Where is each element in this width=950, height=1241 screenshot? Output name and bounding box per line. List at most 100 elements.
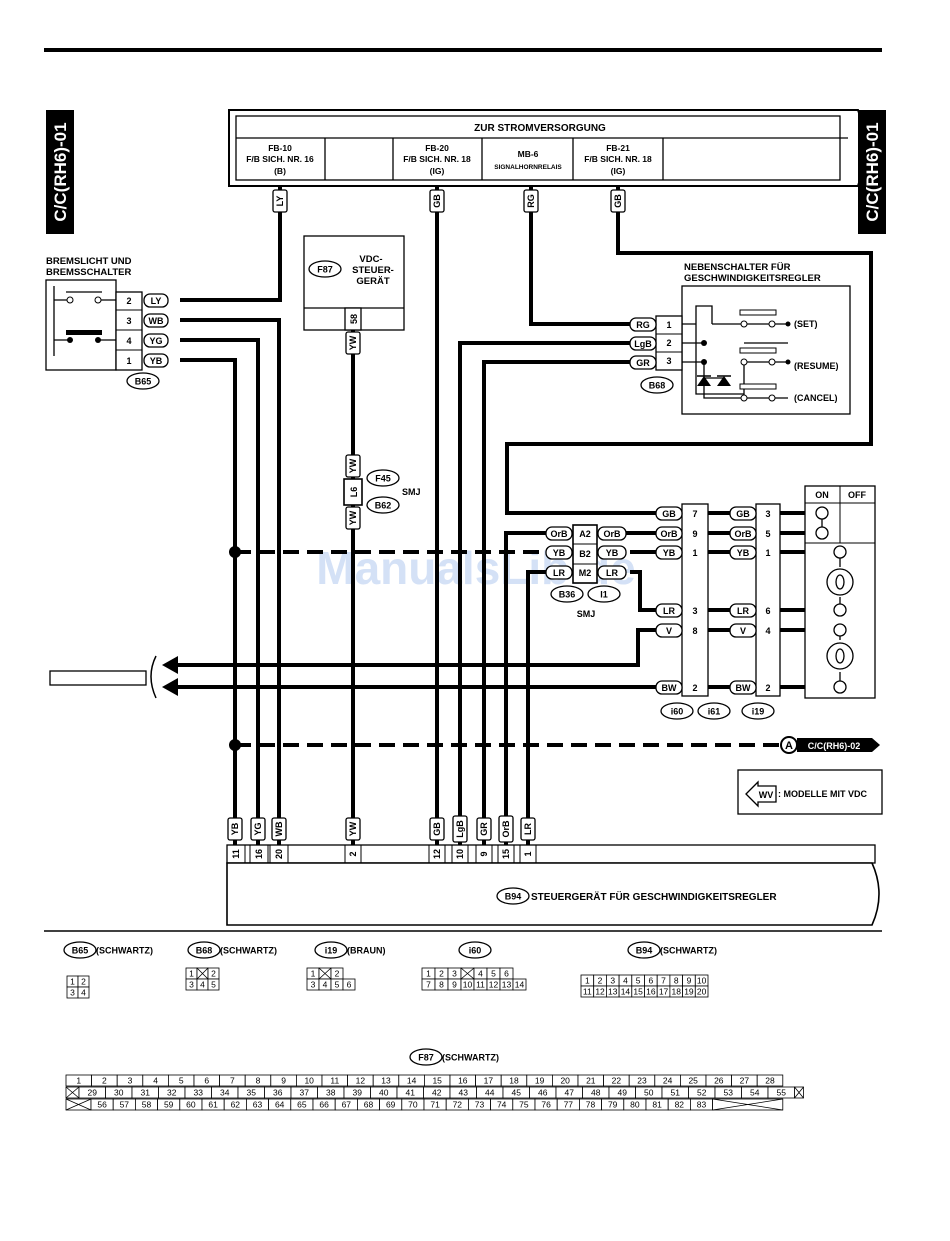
connector-pin-number: 14 (621, 987, 631, 997)
connector-pin-number: 20 (560, 1076, 570, 1086)
connector-pin-number: 20 (697, 987, 707, 997)
svg-text:LR: LR (663, 606, 675, 616)
svg-text:1: 1 (765, 548, 770, 558)
fuse-fb20: FB-20 F/B SICH. NR. 18 (IG) (403, 143, 471, 176)
svg-text:B94: B94 (636, 946, 653, 956)
connector-f87-badge[interactable]: F87 (308, 260, 342, 278)
side-ref-left[interactable]: C/C(RH6)-01 (46, 110, 74, 234)
mode-resume: (RESUME) (794, 361, 839, 371)
connector-pin-number: 3 (128, 1076, 133, 1086)
arrow-left-1 (162, 656, 178, 674)
connector-pin-number: 27 (740, 1076, 750, 1086)
connector-f45-badge[interactable]: F45 (366, 469, 400, 487)
connector-pin-number: 10 (697, 976, 707, 986)
bracket (150, 655, 157, 699)
connector-pin-number: 14 (515, 980, 525, 990)
brake-wire-ly: LY (151, 296, 162, 306)
svg-text:MB-6: MB-6 (518, 149, 539, 159)
svg-text:YW: YW (348, 335, 358, 350)
switch-on-label: ON (815, 490, 829, 500)
connector-pin-number: 16 (458, 1076, 468, 1086)
connector-i19-badge[interactable]: i19 (741, 702, 775, 720)
brake-pin-2: 2 (126, 296, 131, 306)
connector-pin-number: 49 (618, 1088, 628, 1098)
svg-text:OrB: OrB (501, 820, 511, 838)
connector-pin-number: 29 (88, 1088, 98, 1098)
connector-pin-number: 14 (407, 1076, 417, 1086)
connector-b94-badge[interactable]: B94 (496, 887, 530, 905)
connector-pin-number: 9 (281, 1076, 286, 1086)
connector-pin-number: 30 (114, 1088, 124, 1098)
switch-off-label: OFF (848, 490, 866, 500)
connector-pin-number: 45 (512, 1088, 522, 1098)
smj-b36-block: A2 B2 M2 OrB YB LR OrB YB LR B36 I1 SMJ (545, 524, 627, 619)
connector-pin-number: 83 (697, 1100, 707, 1110)
mode-set: (SET) (794, 319, 818, 329)
brake-pin-1: 1 (126, 356, 131, 366)
connector-pin-number: 1 (426, 969, 431, 979)
connector-pin-number: 2 (439, 969, 444, 979)
connector-pin-number: 8 (439, 980, 444, 990)
power-title: ZUR STROMVERSORGUNG (474, 123, 606, 134)
connector-pin-number: 55 (777, 1088, 787, 1098)
connector-pin-number: 4 (323, 980, 328, 990)
connector-pin-number: 44 (485, 1088, 495, 1098)
connector-pin-number: 7 (426, 980, 431, 990)
svg-text:10: 10 (455, 849, 465, 859)
connector-pin-number: 19 (684, 987, 694, 997)
svg-text:LR: LR (523, 823, 533, 835)
connector-i1-badge[interactable]: I1 (587, 585, 621, 603)
smj-label-1: SMJ (402, 487, 421, 497)
wire-label-rg-top: RG (523, 189, 539, 213)
sub-pin-1: 1 (666, 320, 671, 330)
svg-text:C/C(RH6)-02: C/C(RH6)-02 (808, 741, 861, 751)
connector-i60-badge[interactable]: i60 (660, 702, 694, 720)
connector-b65-badge[interactable]: B65 (126, 372, 160, 390)
svg-text:3: 3 (765, 509, 770, 519)
connector-pin-number: 40 (379, 1088, 389, 1098)
connector-b68-badge[interactable]: B68 (640, 376, 674, 394)
connector-b62-badge[interactable]: B62 (366, 496, 400, 514)
connector-pin-number: 9 (687, 976, 692, 986)
connector-pin-number: 1 (585, 976, 590, 986)
svg-text:15: 15 (501, 849, 511, 859)
svg-text:BW: BW (662, 683, 677, 693)
connector-cell (694, 985, 709, 998)
connector-cell (207, 978, 220, 991)
svg-text:GB: GB (432, 822, 442, 836)
connector-pin-number: 10 (304, 1076, 314, 1086)
connector-pin-number: 3 (70, 988, 75, 998)
connector-pin-number: 2 (335, 969, 340, 979)
connector-pin-number: 11 (330, 1076, 339, 1086)
connector-pin-number: 12 (356, 1076, 366, 1086)
connector-pin-number: 67 (342, 1100, 352, 1110)
svg-text:B94: B94 (505, 892, 522, 902)
svg-text:WV: WV (759, 790, 774, 800)
svg-text:B68: B68 (649, 381, 666, 391)
connector-pin-number: 5 (636, 976, 641, 986)
svg-text:16: 16 (254, 849, 264, 859)
ref-a-connector[interactable]: A C/C(RH6)-02 (780, 736, 880, 754)
mode-cancel: (CANCEL) (794, 393, 838, 403)
connector-pin-number: 11 (583, 987, 592, 997)
svg-text:F87: F87 (418, 1053, 434, 1063)
connector-cell (342, 978, 356, 991)
smj-pin-b2: B2 (579, 549, 591, 559)
connector-i61-badge[interactable]: i61 (697, 702, 731, 720)
connector-pin-number: 17 (484, 1076, 494, 1086)
svg-text:B36: B36 (559, 590, 576, 600)
connector-pin-number: 12 (489, 980, 499, 990)
svg-text:F87: F87 (317, 265, 333, 275)
connector-pin-number: 13 (502, 980, 512, 990)
blank-label-box (49, 670, 147, 686)
svg-text:2: 2 (348, 851, 358, 856)
connector-pin-number: 3 (452, 969, 457, 979)
connector-pin-number: 80 (630, 1100, 640, 1110)
connector-b36-badge[interactable]: B36 (550, 585, 584, 603)
connector-pin-number: 6 (648, 976, 653, 986)
svg-text:L6: L6 (349, 487, 359, 498)
svg-text:BREMSLICHT UND: BREMSLICHT UND (46, 256, 132, 267)
connector-pin-number: 13 (381, 1076, 391, 1086)
